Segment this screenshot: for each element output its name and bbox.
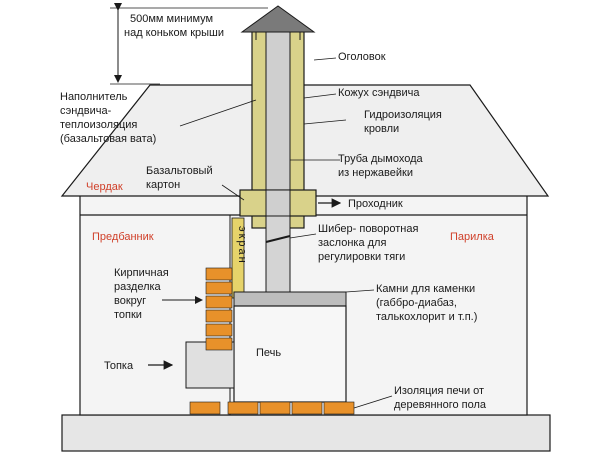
insulation-label-3: теплоизоляция xyxy=(60,119,137,131)
firebox-label: Топка xyxy=(104,360,134,372)
damper-label-1: Шибер- поворотная xyxy=(318,223,418,235)
leader-cap xyxy=(313,57,337,61)
stove-label: Печь xyxy=(256,347,281,359)
leader-waterproofing xyxy=(303,119,347,125)
damper xyxy=(265,235,291,243)
pipe-label-1: Труба дымохода xyxy=(338,153,423,165)
stove-pipe xyxy=(265,215,291,293)
stove-body xyxy=(233,305,347,403)
brick-barrier xyxy=(205,267,233,351)
damper-label-2: заслонка для xyxy=(318,237,386,249)
changing-room-label: Предбанник xyxy=(92,231,154,243)
insulation-label-1: Наполнитель xyxy=(60,91,128,103)
height-note-line1: 500мм минимум xyxy=(130,13,213,25)
stones-box xyxy=(233,291,347,307)
waterproofing-label-1: Гидроизоляция xyxy=(364,109,442,121)
chimney-cap xyxy=(240,5,316,33)
leader-damper xyxy=(289,233,317,239)
cap-label: Оголовок xyxy=(338,51,386,63)
waterproofing-label-2: кровли xyxy=(364,123,399,135)
insulation-label-4: (базальтовая вата) xyxy=(60,133,156,145)
attic-label: Чердак xyxy=(86,181,123,193)
floor-insulation-label-2: деревянного пола xyxy=(394,399,487,411)
roof xyxy=(60,84,550,197)
floor-bricks xyxy=(189,401,355,415)
pipe-label-2: из нержавейки xyxy=(338,167,413,179)
brick-barrier-label-4: топки xyxy=(114,309,142,321)
stones-label-1: Камни для каменки xyxy=(376,283,475,295)
leader-sandwich xyxy=(303,93,337,99)
brick-barrier-label-2: разделка xyxy=(114,281,162,293)
screen-vertical-label: экран xyxy=(236,226,248,265)
damper-label-3: регулировки тяги xyxy=(318,251,405,263)
insulation-label-2: сэндвича- xyxy=(60,105,112,117)
basalt-board-label-1: Базальтовый xyxy=(146,165,213,177)
passage-pipe xyxy=(265,189,291,217)
leader-stones xyxy=(345,289,375,293)
steam-room-label: Парилка xyxy=(450,231,495,243)
basalt-board-label-2: картон xyxy=(146,179,180,191)
brick-barrier-label-3: вокруг xyxy=(114,295,146,307)
floor-insulation-label-1: Изоляция печи от xyxy=(394,385,484,397)
stones-label-3: талькохлорит и т.п.) xyxy=(376,311,477,323)
height-note-line2: над коньком крыши xyxy=(124,27,224,39)
foundation xyxy=(61,414,551,452)
passage-label: Проходник xyxy=(348,198,403,210)
leader-floor xyxy=(353,395,393,409)
leader-basalt xyxy=(221,184,245,201)
leader-insulation xyxy=(179,99,257,127)
brick-barrier-label-1: Кирпичная xyxy=(114,267,169,279)
stones-label-2: (габбро-диабаз, xyxy=(376,297,457,309)
sandwich-casing-label: Кожух сэндвича xyxy=(338,87,420,99)
